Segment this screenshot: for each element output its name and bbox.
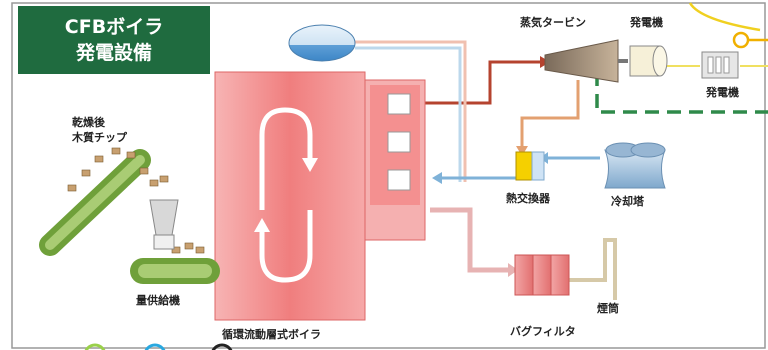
circulation-head-up — [254, 218, 270, 232]
flue-arrow — [508, 263, 518, 277]
steam-line — [420, 60, 540, 105]
steam-turbine — [544, 39, 619, 83]
grid-dashed-line — [595, 72, 768, 114]
cooling-tower-label: 冷却塔 — [611, 195, 644, 208]
hopper — [149, 199, 179, 236]
feeder-belt — [138, 264, 212, 278]
tower-fan-2 — [630, 142, 666, 158]
circulation-head-down — [302, 158, 318, 172]
generator2-slot — [715, 56, 722, 74]
generator2-slot — [707, 56, 714, 74]
tube-bank-1 — [387, 93, 411, 115]
circulation-arrow-down — [259, 210, 313, 283]
generator-label: 発電機 — [630, 16, 663, 29]
heat-exchanger-cold — [531, 151, 545, 181]
heat-exchanger-hot — [515, 151, 533, 181]
title-badge: CFBボイラ 発電設備 — [18, 6, 210, 74]
bag-filter-label: バグフィルタ — [510, 325, 576, 338]
bottom-node-blue-icon — [144, 343, 166, 350]
circulation-arrow-up — [259, 107, 313, 210]
generator2-slot — [723, 56, 730, 74]
chips-label: 乾燥後 — [72, 116, 105, 129]
bag-filter-1 — [514, 254, 534, 296]
drum-line-2 — [355, 46, 462, 182]
bag-filter-2 — [532, 254, 552, 296]
boiler-label: 循環流動層式ボイラ — [222, 328, 321, 341]
chimney-label: 煙筒 — [597, 302, 619, 315]
exhaust-arrow — [516, 146, 528, 156]
tube-bank-3 — [387, 169, 411, 191]
steam-drum — [288, 24, 356, 62]
drum-line-1 — [355, 40, 467, 182]
wood-chips — [67, 147, 205, 254]
flue-line — [430, 207, 510, 273]
turbine-label: 蒸気タービン — [520, 16, 586, 29]
frame-border — [11, 2, 766, 349]
power-line-yellow — [688, 2, 761, 32]
hopper-outlet — [153, 234, 175, 250]
chips-label-2: 木質チップ — [72, 131, 127, 144]
orange-node-icon — [732, 31, 750, 49]
title-line1: CFBボイラ — [64, 16, 164, 38]
tube-bank-2 — [387, 131, 411, 153]
feeder-label: 量供給機 — [136, 294, 180, 307]
bag-filter-3 — [550, 254, 570, 296]
generator2-label: 発電機 — [706, 86, 739, 99]
exhaust-line — [520, 80, 580, 148]
heat-exchanger-label: 熱交換器 — [506, 192, 550, 205]
bottom-node-black-icon — [211, 343, 233, 350]
feedwater-arrow — [432, 172, 442, 184]
bottom-node-green-icon — [84, 343, 106, 350]
generator-end — [652, 45, 668, 77]
title-line2: 発電設備 — [75, 42, 152, 64]
chip-conveyor-belt — [45, 155, 145, 250]
chimney-duct — [568, 238, 617, 300]
